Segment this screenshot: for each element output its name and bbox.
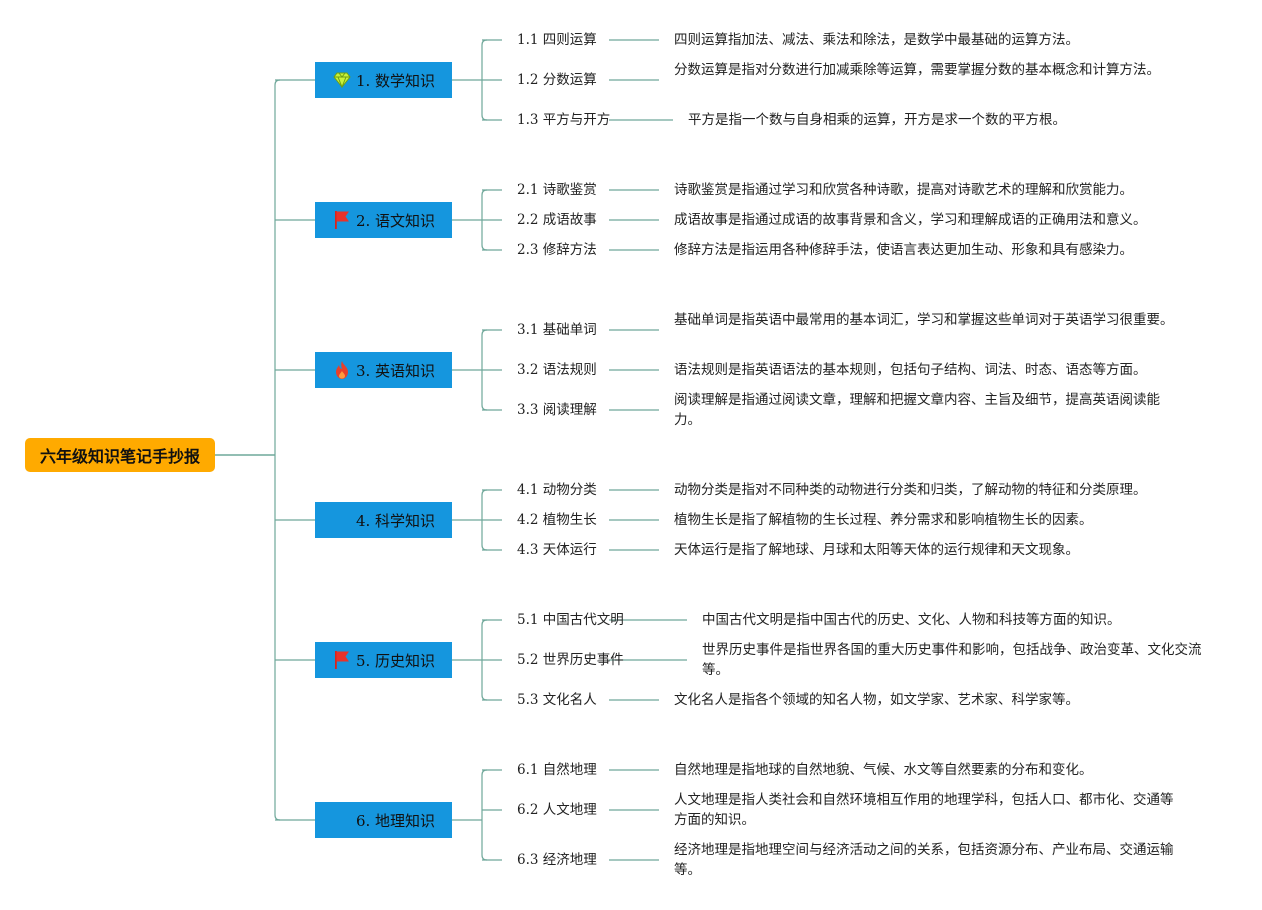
branch-label: 2. 语文知识 [355, 211, 436, 230]
subtopic-description: 成语故事是指通过成语的故事背景和含义，学习和理解成语的正确用法和意义。 [674, 212, 1147, 228]
subtopic-label[interactable]: 2.1 诗歌鉴赏 [517, 182, 597, 198]
subtopic-label[interactable]: 3.2 语法规则 [517, 362, 597, 378]
subtopic-description: 植物生长是指了解植物的生长过程、养分需求和影响植物生长的因素。 [674, 512, 1093, 528]
subtopic-label[interactable]: 5.1 中国古代文明 [517, 612, 624, 628]
subtopic-label[interactable]: 6.1 自然地理 [517, 762, 597, 778]
subtopic-label[interactable]: 3.3 阅读理解 [517, 402, 597, 418]
subtopic-label[interactable]: 1.3 平方与开方 [517, 112, 611, 128]
branch-node[interactable]: 5. 历史知识 [315, 642, 452, 678]
empty-icon [332, 510, 352, 530]
subtopic-description: 经济地理是指地理空间与经济活动之间的关系，包括资源分布、产业布局、交通运输等。 [674, 842, 1174, 878]
subtopic-description: 文化名人是指各个领域的知名人物，如文学家、艺术家、科学家等。 [674, 692, 1079, 708]
branch-node[interactable]: 1. 数学知识 [315, 62, 452, 98]
flag-icon [332, 210, 352, 230]
branch-label: 5. 历史知识 [355, 651, 436, 670]
subtopic-label[interactable]: 1.1 四则运算 [517, 32, 597, 48]
subtopic-label[interactable]: 2.3 修辞方法 [517, 242, 597, 258]
subtopic-label[interactable]: 6.2 人文地理 [517, 802, 597, 818]
diamond-icon [332, 70, 352, 90]
subtopic-label[interactable]: 4.2 植物生长 [517, 512, 597, 528]
subtopic-description: 阅读理解是指通过阅读文章，理解和把握文章内容、主旨及细节，提高英语阅读能力。 [674, 392, 1160, 428]
subtopic-description: 自然地理是指地球的自然地貌、气候、水文等自然要素的分布和变化。 [674, 762, 1093, 778]
trunk-line [274, 79, 281, 821]
flag-icon [332, 650, 352, 670]
subtopic-label[interactable]: 2.2 成语故事 [517, 212, 597, 228]
branch-node[interactable]: 3. 英语知识 [315, 352, 452, 388]
subtopic-label[interactable]: 4.1 动物分类 [517, 482, 597, 498]
root-topic[interactable]: 六年级知识笔记手抄报 [25, 438, 215, 472]
subtopic-label[interactable]: 5.3 文化名人 [517, 692, 597, 708]
subtopic-description: 分数运算是指对分数进行加减乘除等运算，需要掌握分数的基本概念和计算方法。 [674, 62, 1160, 78]
fire-icon [332, 360, 352, 380]
branch-label: 3. 英语知识 [355, 361, 436, 380]
subtopic-description: 平方是指一个数与自身相乘的运算，开方是求一个数的平方根。 [688, 112, 1066, 128]
subtopic-description: 动物分类是指对不同种类的动物进行分类和归类，了解动物的特征和分类原理。 [674, 482, 1147, 498]
subtopic-description: 中国古代文明是指中国古代的历史、文化、人物和科技等方面的知识。 [702, 612, 1121, 628]
subtopic-label[interactable]: 6.3 经济地理 [517, 852, 597, 868]
branch-label: 1. 数学知识 [355, 71, 436, 90]
branch-label: 6. 地理知识 [355, 811, 436, 830]
subtopic-label[interactable]: 5.2 世界历史事件 [517, 652, 624, 668]
branch-node[interactable]: 6. 地理知识 [315, 802, 452, 838]
subtopic-description: 基础单词是指英语中最常用的基本词汇，学习和掌握这些单词对于英语学习很重要。 [674, 312, 1174, 328]
subtopic-description: 天体运行是指了解地球、月球和太阳等天体的运行规律和天文现象。 [674, 542, 1079, 558]
subtopic-description: 语法规则是指英语语法的基本规则，包括句子结构、词法、时态、语态等方面。 [674, 362, 1147, 378]
subtopic-label[interactable]: 4.3 天体运行 [517, 542, 597, 558]
subtopic-description: 修辞方法是指运用各种修辞手法，使语言表达更加生动、形象和具有感染力。 [674, 242, 1133, 258]
branch-node[interactable]: 4. 科学知识 [315, 502, 452, 538]
branch-label: 4. 科学知识 [355, 511, 436, 530]
subtopic-label[interactable]: 3.1 基础单词 [517, 322, 597, 338]
subtopic-description: 世界历史事件是指世界各国的重大历史事件和影响，包括战争、政治变革、文化交流等。 [702, 642, 1202, 678]
empty-icon [332, 810, 352, 830]
sub-bracket-line [481, 769, 488, 861]
subtopic-label[interactable]: 1.2 分数运算 [517, 72, 597, 88]
branch-node[interactable]: 2. 语文知识 [315, 202, 452, 238]
subtopic-description: 四则运算指加法、减法、乘法和除法，是数学中最基础的运算方法。 [674, 32, 1079, 48]
subtopic-description: 诗歌鉴赏是指通过学习和欣赏各种诗歌，提高对诗歌艺术的理解和欣赏能力。 [674, 182, 1133, 198]
subtopic-description: 人文地理是指人类社会和自然环境相互作用的地理学科，包括人口、都市化、交通等方面的… [674, 792, 1174, 828]
